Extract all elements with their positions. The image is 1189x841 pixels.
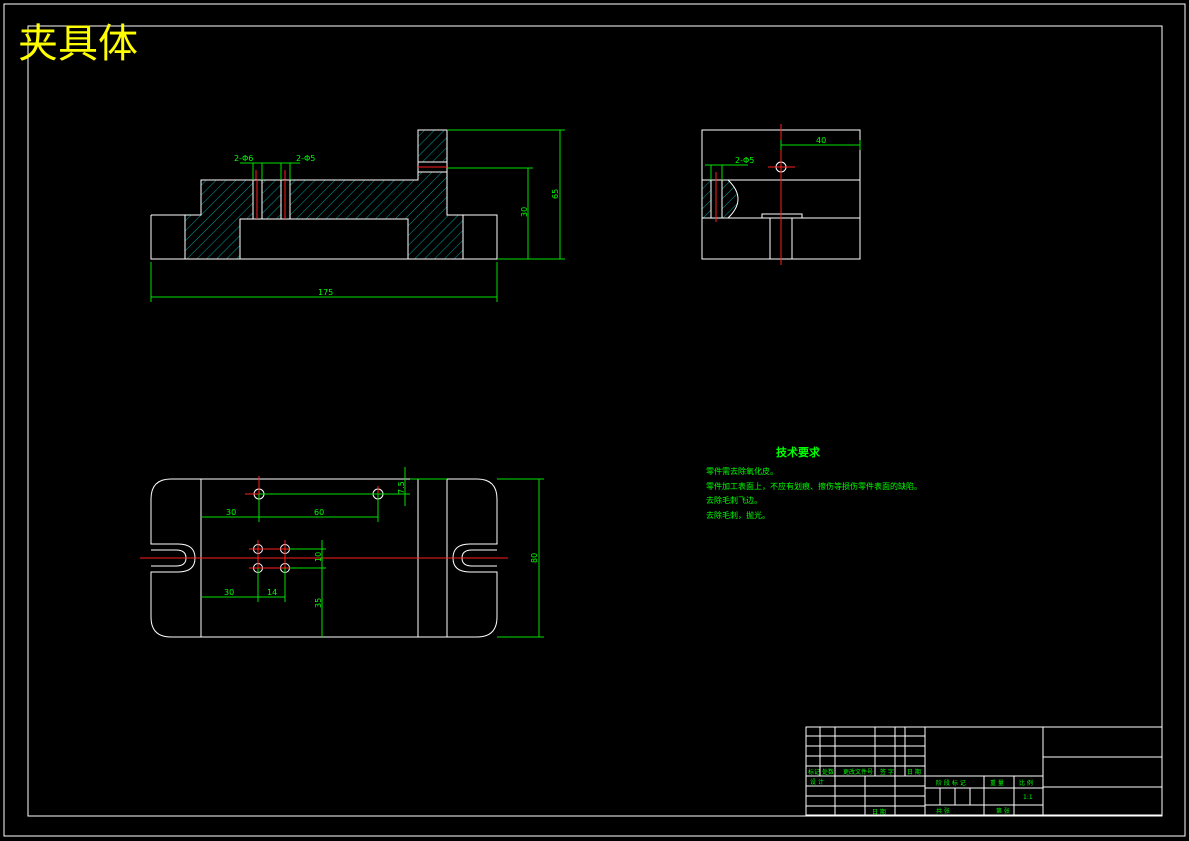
tb-audit: 日 期 — [872, 808, 886, 816]
dim-side-hole: 2-Φ5 — [735, 156, 754, 165]
dim-top-30a: 30 — [226, 508, 236, 517]
tb-sheets: 共 张 — [936, 807, 950, 815]
tb-scale: 比 例 — [1019, 779, 1033, 787]
dim-top-14: 14 — [267, 588, 277, 597]
dim-top-35: 35 — [314, 598, 323, 608]
tb-count: 处数 — [822, 768, 834, 776]
tb-scale-value: 1:1 — [1023, 794, 1033, 801]
notes-heading: 技术要求 — [776, 445, 821, 459]
tb-sheet: 第 张 — [996, 807, 1010, 815]
tb-zone: 更改文件号 — [843, 768, 873, 776]
tb-mark: 标记 — [808, 768, 820, 776]
technical-notes: 技术要求 零件需去除氧化皮。 零件加工表面上，不应有划痕、擦伤等损伤零件表面的缺… — [706, 445, 922, 520]
side-view-dimensions: 40 2-Φ5 — [705, 136, 861, 180]
tb-date: 日 期 — [907, 768, 921, 776]
tb-weight: 重 量 — [990, 779, 1004, 787]
note-line-4: 去除毛刺，抛光。 — [706, 510, 770, 520]
tb-design: 设 计 — [810, 778, 824, 786]
tb-sign: 签 字 — [880, 768, 894, 776]
inner-frame — [27, 25, 1163, 817]
dim-height-inner: 30 — [520, 207, 529, 217]
note-line-1: 零件需去除氧化皮。 — [706, 466, 778, 476]
tb-stage: 阶 段 标 记 — [936, 779, 966, 787]
drawing-title: 夹具体 — [18, 21, 138, 67]
note-line-2: 零件加工表面上，不应有划痕、擦伤等损伤零件表面的缺陷。 — [706, 481, 922, 491]
front-view-dimensions: 2-Φ6 2-Φ5 175 30 65 — [150, 129, 565, 302]
dim-side-offset: 40 — [816, 136, 826, 145]
dim-height-total: 65 — [551, 189, 560, 199]
dim-top-30b: 30 — [224, 588, 234, 597]
dim-overall-length: 175 — [318, 288, 333, 297]
top-view — [140, 476, 508, 638]
front-view — [150, 129, 498, 260]
top-view-dimensions: 30 60 7.5 30 14 10 35 80 — [201, 467, 544, 638]
title-block: 标记 处数 更改文件号 签 字 日 期 设 计 日 期 阶 段 标 记 重 量 … — [805, 726, 1163, 816]
note-line-3: 去除毛刺飞边。 — [706, 495, 762, 505]
dim-top-7-5: 7.5 — [397, 481, 406, 494]
dim-hole-right: 2-Φ5 — [296, 154, 315, 163]
outer-frame — [3, 3, 1186, 837]
dim-top-10: 10 — [314, 552, 323, 562]
dim-top-60: 60 — [314, 508, 324, 517]
dim-top-80: 80 — [530, 553, 539, 563]
dim-hole-left: 2-Φ6 — [234, 154, 253, 163]
